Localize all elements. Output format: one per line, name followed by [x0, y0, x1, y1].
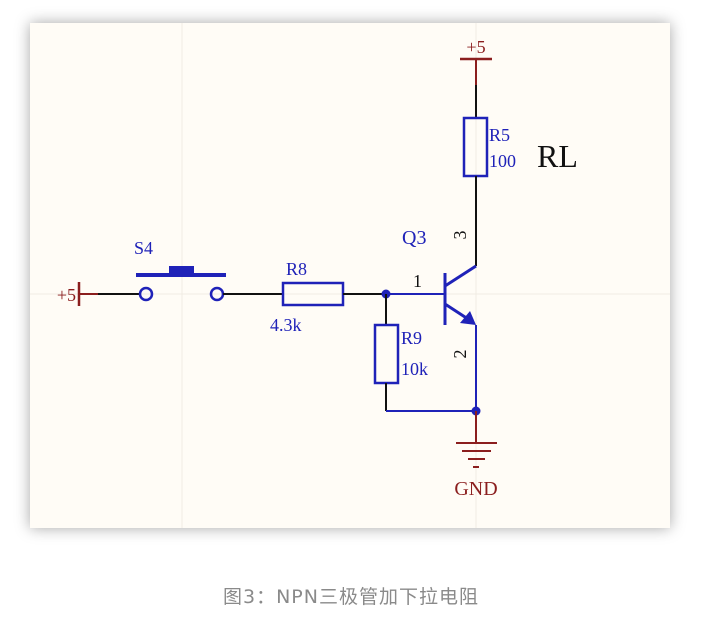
r9-designator: R9 — [401, 328, 422, 348]
ground-label: GND — [454, 478, 497, 500]
power-label-top: +5 — [466, 37, 485, 57]
schematic-panel: +5 R5 100 RL 3 +5 S4 — [30, 23, 670, 528]
figure-caption: 图3：NPN三极管加下拉电阻 — [223, 586, 479, 608]
power-label-left: +5 — [57, 285, 76, 305]
switch-s4[interactable]: S4 — [134, 238, 226, 302]
ground-symbol: GND — [454, 411, 498, 500]
q3-pin-collector: 3 — [450, 231, 470, 240]
transistor-q3[interactable]: Q3 — [402, 227, 477, 325]
q3-pin-base: 1 — [413, 271, 422, 291]
q3-designator: Q3 — [402, 227, 426, 249]
r8-designator: R8 — [286, 259, 307, 279]
resistor-r5[interactable]: R5 100 RL — [462, 116, 578, 178]
rl-label: RL — [537, 138, 578, 174]
r5-designator: R5 — [489, 125, 510, 145]
q3-pin-emitter: 2 — [450, 350, 470, 359]
resistor-r9[interactable]: R9 10k — [373, 323, 428, 385]
resistor-r8[interactable]: R8 4.3k — [270, 259, 345, 335]
power-symbol-top: +5 — [460, 37, 492, 85]
schematic-diagram: +5 R5 100 RL 3 +5 S4 — [30, 23, 670, 528]
r8-value: 4.3k — [270, 315, 302, 335]
r9-value: 10k — [401, 359, 428, 379]
r5-value: 100 — [489, 151, 516, 171]
s4-designator: S4 — [134, 238, 153, 258]
power-symbol-left: +5 — [57, 282, 98, 306]
